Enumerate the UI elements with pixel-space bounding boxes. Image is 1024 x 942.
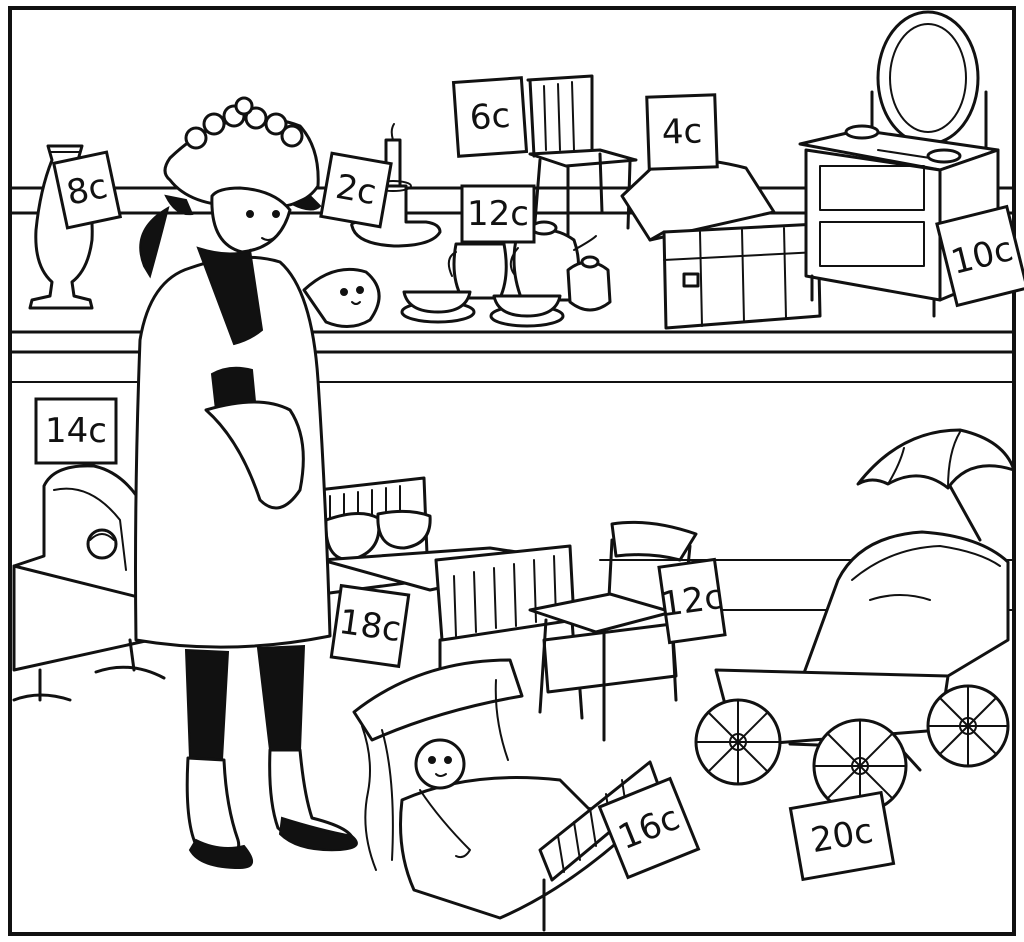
price-tag-dresser: 10c bbox=[935, 204, 1024, 308]
doll-bed bbox=[316, 476, 576, 670]
toy-trunk bbox=[620, 157, 822, 330]
price-tag-pram: 20c bbox=[788, 790, 896, 882]
tea-set bbox=[400, 220, 612, 328]
price-tag-armchair: 12c bbox=[657, 557, 727, 645]
doll-armchair bbox=[528, 520, 698, 742]
svg-text:8c: 8c bbox=[63, 166, 111, 214]
svg-text:6c: 6c bbox=[468, 96, 511, 139]
price-tag-candlestick: 2c bbox=[319, 151, 393, 229]
price-tag-trunk: 4c bbox=[645, 93, 719, 171]
doll-pram bbox=[694, 428, 1016, 814]
price-tag-vase: 8c bbox=[51, 150, 123, 230]
svg-text:14c: 14c bbox=[45, 411, 107, 451]
svg-text:12c: 12c bbox=[659, 577, 726, 625]
svg-text:4c: 4c bbox=[661, 111, 703, 152]
svg-text:18c: 18c bbox=[337, 602, 404, 650]
price-tag-tea-set: 12c bbox=[460, 184, 536, 244]
toy-chair bbox=[526, 74, 638, 238]
price-tag-chair: 6c bbox=[451, 76, 529, 158]
price-tag-canopy-bed: 16c bbox=[597, 776, 701, 880]
svg-text:2c: 2c bbox=[333, 167, 380, 213]
girl-figure bbox=[134, 96, 381, 870]
doll-cradle bbox=[12, 464, 166, 702]
price-tag-cradle: 14c bbox=[34, 397, 118, 465]
svg-text:12c: 12c bbox=[467, 194, 529, 234]
price-tag-bed: 18c bbox=[329, 583, 411, 669]
